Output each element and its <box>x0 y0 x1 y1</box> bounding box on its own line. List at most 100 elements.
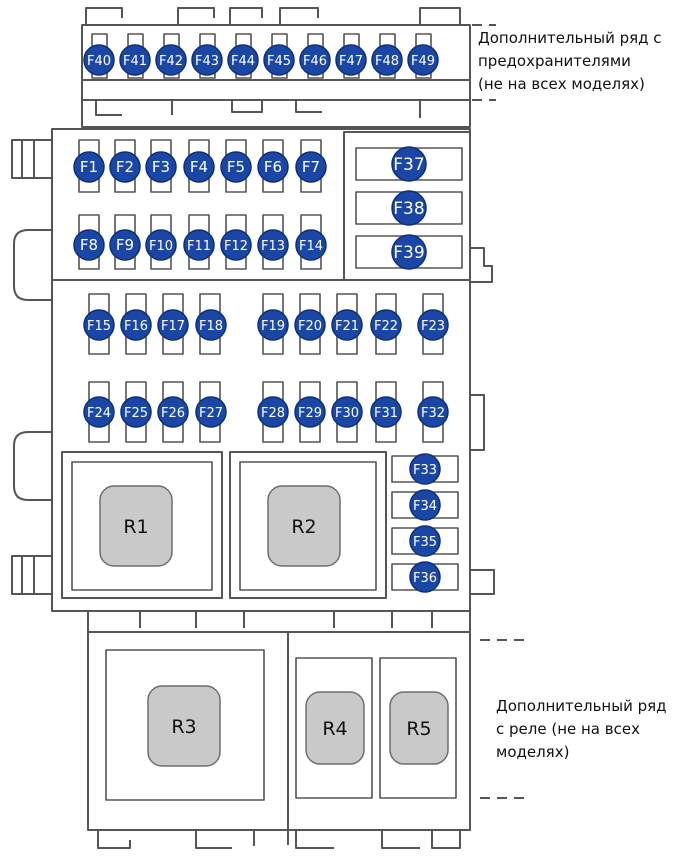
relay-label: R4 <box>322 718 347 740</box>
fuse-label: F17 <box>161 319 185 334</box>
fuse-label: F4 <box>190 158 208 176</box>
right-latch-upper <box>470 247 493 283</box>
fuse-label: F40 <box>87 54 111 69</box>
fuse-marker-circle <box>120 396 152 428</box>
fuse-marker-circle <box>407 44 439 76</box>
relay-body <box>99 485 173 567</box>
left-latch-bottom <box>11 555 52 595</box>
top-note-line: (не на всех моделях) <box>478 75 645 93</box>
fuse-label: F1 <box>80 158 98 176</box>
fuse-label: F45 <box>267 54 291 69</box>
fuse-marker-f47: F47 <box>335 44 367 76</box>
fuse-marker-circle <box>257 309 289 341</box>
fuse-label: F12 <box>224 239 248 254</box>
fuse-marker-circle <box>409 525 441 557</box>
fuse-marker-f23: F23 <box>417 309 449 341</box>
fuse-marker-circle <box>119 44 151 76</box>
relay-r2: R2 <box>267 485 341 567</box>
fuse-marker-f16: F16 <box>120 309 152 341</box>
fuse-label: F48 <box>375 54 399 69</box>
fuse-marker-circle <box>83 309 115 341</box>
fuse-label: F10 <box>149 239 173 254</box>
fuse-marker-circle <box>370 396 402 428</box>
fuse-marker-f2: F2 <box>109 151 141 183</box>
relay-bay-r1 <box>61 451 223 599</box>
bottom-aux-row-note: Дополнительный ряд с реле (не на всех мо… <box>496 695 667 764</box>
fuse-marker-circle <box>294 309 326 341</box>
fuse-marker-circle <box>391 190 427 226</box>
fuse-marker-f40: F40 <box>83 44 115 76</box>
fuse-marker-f1: F1 <box>73 151 105 183</box>
fuse-marker-f22: F22 <box>370 309 402 341</box>
fuse-marker-f11: F11 <box>183 229 215 261</box>
fuse-marker-f24: F24 <box>83 396 115 428</box>
fuse-label: F13 <box>261 239 285 254</box>
fuse-marker-circle <box>257 151 289 183</box>
fuse-marker-f27: F27 <box>195 396 227 428</box>
fuse-label: F41 <box>123 54 147 69</box>
fuse-marker-circle <box>417 396 449 428</box>
fuse-marker-circle <box>195 396 227 428</box>
fuse-label: F25 <box>124 406 148 421</box>
fuse-label: F19 <box>261 319 285 334</box>
fuse-marker-circle <box>263 44 295 76</box>
fuse-label: F5 <box>227 158 245 176</box>
fuse-marker-f3: F3 <box>145 151 177 183</box>
fuse-marker-f5: F5 <box>220 151 252 183</box>
fuse-marker-circle <box>83 396 115 428</box>
fuse-marker-f31: F31 <box>370 396 402 428</box>
fuse-marker-circle <box>391 146 427 182</box>
fuse-label: F15 <box>87 319 111 334</box>
fuse-label: F24 <box>87 406 111 421</box>
fuse-marker-circle <box>183 151 215 183</box>
bottom-aux-row-clips <box>97 830 461 849</box>
fuse-label: F43 <box>195 54 219 69</box>
fuse-marker-circle <box>257 229 289 261</box>
relay-label: R5 <box>406 718 431 740</box>
fuse-marker-f30: F30 <box>331 396 363 428</box>
fuse-marker-circle <box>409 489 441 521</box>
relay-r5: R5 <box>389 691 449 765</box>
fuse-label: F33 <box>413 463 437 478</box>
fuse-label: F39 <box>393 243 424 263</box>
fuse-label: F22 <box>374 319 398 334</box>
right-latch-mid <box>470 394 485 451</box>
fuse-marker-f20: F20 <box>294 309 326 341</box>
fuse-marker-circle <box>299 44 331 76</box>
fuse-marker-circle <box>409 453 441 485</box>
fuse-label: F16 <box>124 319 148 334</box>
fuse-marker-circle <box>220 229 252 261</box>
fuse-marker-circle <box>257 396 289 428</box>
fuse-marker-circle <box>120 309 152 341</box>
fuse-marker-circle <box>227 44 259 76</box>
left-latch-low <box>13 431 52 501</box>
fuse-marker-f21: F21 <box>331 309 363 341</box>
fuse-marker-circle <box>145 151 177 183</box>
fuse-marker-f44: F44 <box>227 44 259 76</box>
fuse-label: F18 <box>199 319 223 334</box>
relay-r1: R1 <box>99 485 173 567</box>
fuse-marker-f7: F7 <box>295 151 327 183</box>
fuse-marker-circle <box>370 309 402 341</box>
fuse-label: F31 <box>374 406 398 421</box>
bottom-note-line: с реле (не на всех <box>496 720 640 738</box>
fuse-marker-f4: F4 <box>183 151 215 183</box>
fuse-marker-circle <box>417 309 449 341</box>
fuse-marker-circle <box>109 229 141 261</box>
fuse-marker-f13: F13 <box>257 229 289 261</box>
top-aux-row-clips <box>85 7 461 25</box>
top-note-line: предохранителями <box>478 52 631 70</box>
fuse-label: F11 <box>187 239 211 254</box>
fuse-marker-f10: F10 <box>145 229 177 261</box>
fuse-marker-circle <box>220 151 252 183</box>
relay-body <box>147 685 221 767</box>
relay-label: R1 <box>123 516 148 538</box>
fuse-marker-f39: F39 <box>391 234 427 270</box>
fuse-label: F14 <box>299 239 323 254</box>
fuse-marker-f48: F48 <box>371 44 403 76</box>
relay-body <box>267 485 341 567</box>
fuse-label: F37 <box>393 155 424 175</box>
fuse-marker-circle <box>391 234 427 270</box>
main-body-frame <box>51 128 471 612</box>
fuse-marker-circle <box>183 229 215 261</box>
